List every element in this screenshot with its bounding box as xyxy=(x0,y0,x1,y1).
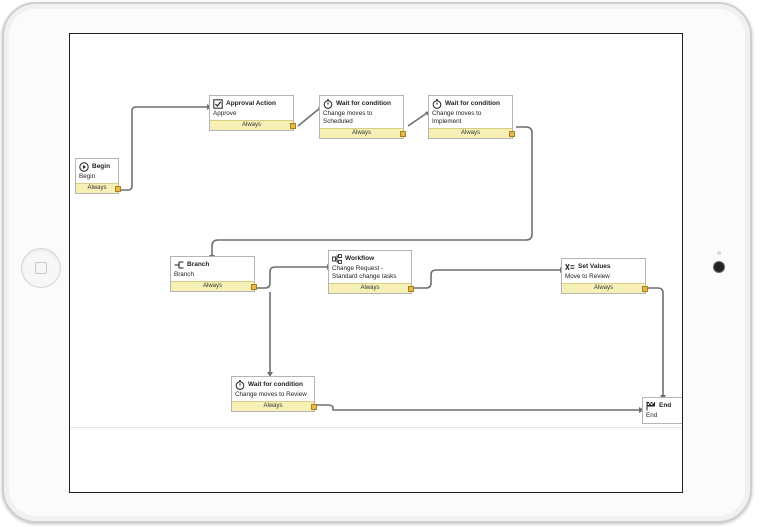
node-begin[interactable]: Begin Begin Always xyxy=(75,158,121,194)
canvas-divider xyxy=(70,427,682,428)
flag-icon xyxy=(646,401,656,411)
home-button-glyph xyxy=(35,262,47,274)
camera-lens xyxy=(714,262,724,272)
output-port[interactable] xyxy=(408,286,414,292)
node-description: Branch xyxy=(174,271,194,278)
output-port[interactable] xyxy=(509,131,515,137)
node-description: Begin xyxy=(79,173,96,180)
set-values-icon xyxy=(565,262,575,272)
output-port[interactable] xyxy=(251,284,257,290)
play-icon xyxy=(79,161,89,172)
workflow-canvas[interactable]: Begin Begin Always Approval Action Appro… xyxy=(69,33,683,493)
connector-begin-approval xyxy=(121,106,207,191)
connector-wait3-end xyxy=(317,404,640,411)
checkbox-icon xyxy=(213,98,223,109)
node-branch[interactable]: Branch Branch Always xyxy=(170,256,257,292)
node-description: Move to Review xyxy=(565,273,610,280)
node-title: Branch xyxy=(187,261,210,268)
node-description: Change Request - Standard change tasks xyxy=(332,265,397,280)
node-title: End xyxy=(659,402,672,409)
stopwatch-icon xyxy=(235,379,245,390)
node-title: Wait for condition xyxy=(248,381,303,388)
stopwatch-icon xyxy=(432,98,442,109)
node-condition[interactable]: Always xyxy=(429,128,512,138)
node-title: Begin xyxy=(92,163,111,170)
connector-workflow-setvalues xyxy=(414,269,560,289)
node-wait-scheduled[interactable]: Wait for condition Change moves to Sched… xyxy=(319,95,406,139)
node-condition[interactable]: Always xyxy=(210,120,293,130)
output-port[interactable] xyxy=(642,286,648,292)
node-title: Wait for condition xyxy=(336,100,391,107)
branch-icon xyxy=(174,260,184,270)
node-wait-implement[interactable]: Wait for condition Change moves to Imple… xyxy=(428,95,515,139)
connector-branch-workflow xyxy=(257,266,327,289)
sensor-dot xyxy=(717,251,721,255)
node-title: Approval Action xyxy=(226,100,276,107)
node-description: Change moves to Implement xyxy=(432,110,482,125)
node-condition[interactable]: Always xyxy=(232,401,314,411)
node-condition[interactable]: Always xyxy=(76,183,118,193)
stopwatch-icon xyxy=(323,98,333,109)
node-approval-action[interactable]: Approval Action Approve Always xyxy=(209,95,296,131)
node-title: Set Values xyxy=(578,263,611,270)
connector-setvalues-end xyxy=(648,287,664,396)
arrowhead-end-left xyxy=(639,407,644,413)
connector-wait2-branch xyxy=(211,126,533,256)
arrowhead-wait3 xyxy=(267,372,273,377)
node-workflow[interactable]: Workflow Change Request - Standard chang… xyxy=(328,250,414,294)
connector-wait1-wait2 xyxy=(407,112,428,127)
node-description: Change moves to Scheduled xyxy=(323,110,373,125)
workflow-icon xyxy=(332,253,342,264)
output-port[interactable] xyxy=(311,404,317,410)
node-description: Approve xyxy=(213,110,237,117)
connector-approval-wait1 xyxy=(297,107,321,127)
node-description: Change moves to Review xyxy=(235,391,307,398)
node-condition[interactable]: Always xyxy=(320,128,403,138)
output-port[interactable] xyxy=(290,123,296,129)
node-condition[interactable]: Always xyxy=(171,281,254,291)
output-port[interactable] xyxy=(115,186,121,192)
node-title: Wait for condition xyxy=(445,100,500,107)
node-title: Workflow xyxy=(345,255,375,262)
node-condition[interactable]: Always xyxy=(562,283,645,293)
node-condition[interactable]: Always xyxy=(329,283,411,293)
node-end[interactable]: End End xyxy=(642,397,682,424)
home-button[interactable] xyxy=(21,248,61,288)
node-set-values[interactable]: Set Values Move to Review Always xyxy=(561,258,648,294)
node-wait-review[interactable]: Wait for condition Change moves to Revie… xyxy=(231,376,317,412)
node-description: End xyxy=(646,412,658,419)
output-port[interactable] xyxy=(400,131,406,137)
